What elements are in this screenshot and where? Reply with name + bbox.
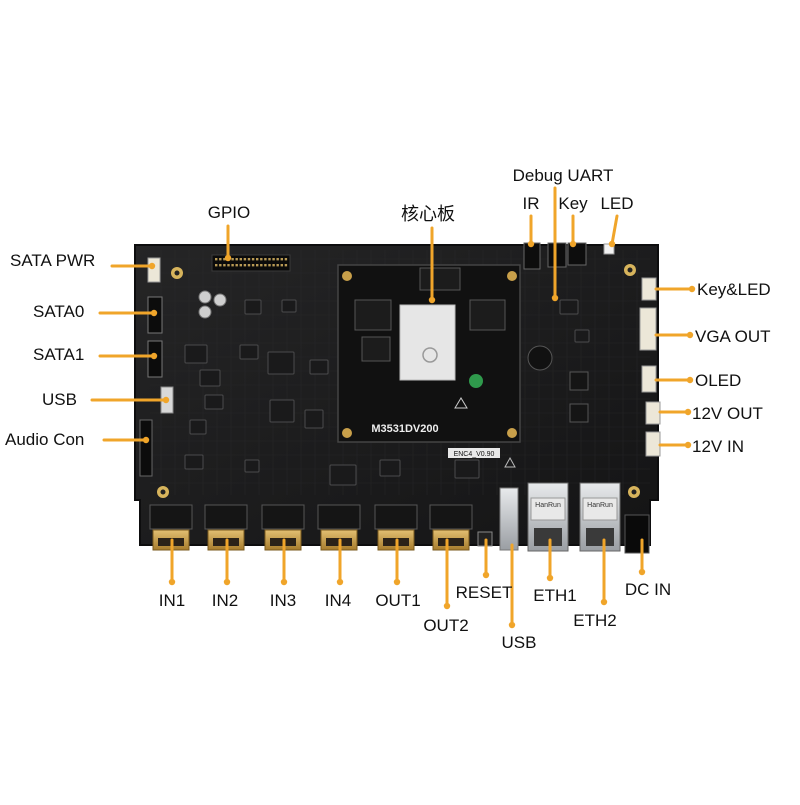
callout-dot xyxy=(393,578,401,586)
callout-dot xyxy=(638,568,646,576)
label-eth1: ETH1 xyxy=(533,586,577,605)
label-vga-out: VGA OUT xyxy=(695,327,771,346)
core-module-mark: M3531DV200 xyxy=(371,423,438,435)
callout-dot xyxy=(142,436,150,444)
label-in3: IN3 xyxy=(269,591,297,610)
label-in1: IN1 xyxy=(158,591,186,610)
magnetics-brand: HanRun xyxy=(587,502,613,509)
label-out2: OUT2 xyxy=(423,616,469,635)
audio-connector xyxy=(139,419,153,477)
label-usb-bottom: USB xyxy=(501,633,537,652)
callout-dot xyxy=(508,621,516,629)
label-ir: IR xyxy=(522,194,540,213)
hdmi-out2-port xyxy=(429,504,473,551)
callout-dot xyxy=(162,396,170,404)
core-module: M3531DV200 xyxy=(337,264,521,443)
label-led: LED xyxy=(600,194,634,213)
callout-dot xyxy=(686,331,694,339)
label-audio: Audio Con xyxy=(5,430,85,449)
callout-dot xyxy=(684,408,692,416)
label-12v-in: 12V IN xyxy=(692,437,744,456)
right-connectors xyxy=(639,277,661,457)
label-reset: RESET xyxy=(455,583,513,602)
board-rev-tag xyxy=(448,448,500,458)
callout-dot xyxy=(551,294,559,302)
label-key: Key xyxy=(558,194,588,213)
label-dc-in: DC IN xyxy=(624,580,672,599)
callout-dot xyxy=(223,578,231,586)
callout-dot xyxy=(336,578,344,586)
callout-dot xyxy=(443,602,451,610)
callout-dot xyxy=(482,571,490,579)
callout-dot xyxy=(150,352,158,360)
label-in4: IN4 xyxy=(324,591,352,610)
label-usb-left: USB xyxy=(42,390,77,409)
callout-dot xyxy=(168,578,176,586)
eth2-port: HanRun xyxy=(579,482,621,552)
core-status-led xyxy=(469,374,483,388)
callout-dot xyxy=(280,578,288,586)
callout-dot xyxy=(686,376,694,384)
sata-pwr-connector xyxy=(147,257,161,283)
top-right-connectors xyxy=(523,242,615,423)
label-sata1: SATA1 xyxy=(33,345,85,364)
callout-dot xyxy=(688,285,696,293)
key-led-connector xyxy=(641,277,657,301)
callout-dot xyxy=(600,598,608,606)
label-debug-uart: Debug UART xyxy=(512,166,614,185)
magnetics-brand: HanRun xyxy=(535,502,561,509)
debug-uart-connector xyxy=(547,242,567,268)
usb-bottom-port xyxy=(499,487,519,551)
callout-dot xyxy=(148,262,156,270)
label-oled: OLED xyxy=(695,371,742,390)
callout-dot xyxy=(428,296,436,304)
callout-line xyxy=(610,214,619,246)
label-sata0: SATA0 xyxy=(33,302,85,321)
left-connectors xyxy=(139,257,174,477)
board-rev: ENC4_V0.90 xyxy=(454,451,495,458)
eth1-port: HanRun xyxy=(527,482,569,552)
label-gpio: GPIO xyxy=(207,203,251,222)
callout-dot xyxy=(224,254,232,262)
label-12v-out: 12V OUT xyxy=(692,404,763,423)
label-core-module: 核心板 xyxy=(401,204,455,224)
12v-in-connector xyxy=(645,431,661,457)
core-soc-chip xyxy=(399,304,456,381)
callout-dot xyxy=(608,240,616,248)
label-sata-pwr: SATA PWR xyxy=(10,251,96,270)
label-eth2: ETH2 xyxy=(573,611,617,630)
label-key-led: Key&LED xyxy=(697,280,771,299)
callout-dot xyxy=(684,441,692,449)
dc-in-jack xyxy=(624,514,650,554)
gpio-header xyxy=(211,254,291,272)
ic-cluster xyxy=(184,290,590,486)
callout-dot xyxy=(546,574,554,582)
mounting-holes xyxy=(157,264,640,498)
vga-out-connector xyxy=(639,307,657,351)
label-out1: OUT1 xyxy=(375,591,421,610)
key-connector xyxy=(567,242,587,266)
12v-out-connector xyxy=(645,401,661,425)
callout-dot xyxy=(569,240,577,248)
oled-connector xyxy=(641,365,657,393)
callout-lines xyxy=(90,186,696,629)
label-in2: IN2 xyxy=(211,591,239,610)
callout-dot xyxy=(150,309,158,317)
buzzer xyxy=(527,345,553,371)
callout-dot xyxy=(527,240,535,248)
